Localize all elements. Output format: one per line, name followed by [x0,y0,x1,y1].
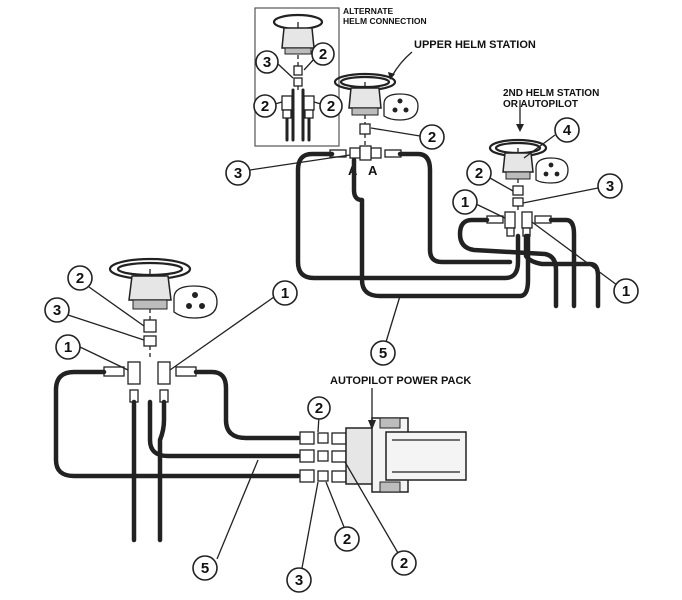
upper-helm-station [249,51,421,171]
hose-5-upper-leader [385,295,401,343]
callout-number: 1 [281,285,289,302]
power-pack-motor [385,431,467,481]
callout-3-power-pack: 3 [286,567,312,593]
second-fitting [512,185,524,196]
upper-hose-network [295,151,601,309]
callout-1-second-helm-right: 1 [613,278,639,304]
upper-port-a-right [370,147,382,159]
hose-5-lower-leader [216,459,259,560]
autopilot-power-pack-label: AUTOPILOT POWER PACK [330,375,471,387]
callout-number: 3 [263,54,271,71]
callout-number: 1 [461,194,469,211]
callout-number: 5 [379,345,387,362]
callout-2-inset-right: 2 [319,94,343,118]
second-tee-right [521,211,533,229]
second-tee-left [504,211,516,229]
alternate-helm-inset [254,7,340,147]
callout-number: 2 [261,98,269,115]
lower-tee-right [157,361,171,385]
callout-number: 3 [234,165,242,182]
callout-number: 5 [201,560,209,577]
callout-number: 1 [622,283,630,300]
pack-hose-fitting [299,469,315,483]
power-pack-manifold [345,427,375,485]
second-helm-station [475,100,618,286]
lower-helm-pump [128,275,172,301]
callout-number: 1 [64,339,72,356]
lower-fitting [143,335,157,347]
callout-2-inset-left: 2 [253,94,277,118]
pack-hose-fitting [299,449,315,463]
inset-helm-pump [281,27,315,49]
second-helm-label-line1: 2ND HELM STATION [503,88,599,99]
callout-number: 4 [563,122,572,139]
callout-2-lower-helm: 2 [67,265,93,291]
callout-number: 3 [295,572,303,589]
callout-2-power-pack-bottom-right: 2 [391,550,417,576]
callout-1-lower-helm-right: 1 [272,280,298,306]
callout-2-power-pack-bottom-left: 2 [334,526,360,552]
pack-hose-fitting [299,431,315,445]
callout-5-upper-hose: 5 [370,340,396,366]
lower-helm-station [67,257,275,403]
alternate-helm-label-line2: HELM CONNECTION [343,16,427,26]
lower-tee-left [127,361,141,385]
lower-hose-network [53,369,301,543]
callout-number: 2 [315,400,323,417]
callout-1-lower-helm-left: 1 [55,334,81,360]
callout-3-second-helm: 3 [597,173,623,199]
callout-1-second-helm-left: 1 [452,189,478,215]
callout-number: 2 [319,46,327,63]
lower-port-detail-bubble [173,285,218,319]
callout-2-inset-top: 2 [311,42,335,66]
callout-3-upper-helm: 3 [225,160,251,186]
callout-number: 2 [428,129,436,146]
callout-2-second-helm: 2 [466,160,492,186]
callout-number: 2 [400,555,408,572]
alternate-helm-label-line1: ALTERNATE [343,6,394,16]
inset-fitting [281,95,293,111]
callout-4-second-helm: 4 [554,117,580,143]
callout-number: 3 [606,178,614,195]
second-fitting [512,197,524,207]
autopilot-power-pack [299,388,467,569]
callout-3-lower-helm: 3 [44,297,70,323]
upper-helm-station-label: UPPER HELM STATION [414,39,536,51]
lower-fitting [143,319,157,333]
upper-helm-pump [348,87,382,109]
callout-2-upper-helm: 2 [419,124,445,150]
callout-2-power-pack-top: 2 [307,396,331,420]
second-helm-pump [502,152,534,173]
callout-3-inset: 3 [255,50,279,74]
inset-fitting [303,95,315,111]
upper-port-a-left [349,147,361,159]
callout-number: 2 [343,531,351,548]
port-label-a-right: A [368,163,378,178]
upper-tee-fitting [359,123,371,135]
second-port-detail-bubble [535,157,569,184]
inset-fitting [293,65,303,76]
callout-number: 2 [475,165,483,182]
callout-number: 3 [53,302,61,319]
upper-port-detail-bubble [383,93,419,121]
callout-number: 2 [327,98,335,115]
callout-number: 2 [76,270,84,287]
inset-fitting [293,77,303,87]
second-helm-label-line2: OR AUTOPILOT [503,99,578,110]
callout-5-lower-hose: 5 [192,555,218,581]
